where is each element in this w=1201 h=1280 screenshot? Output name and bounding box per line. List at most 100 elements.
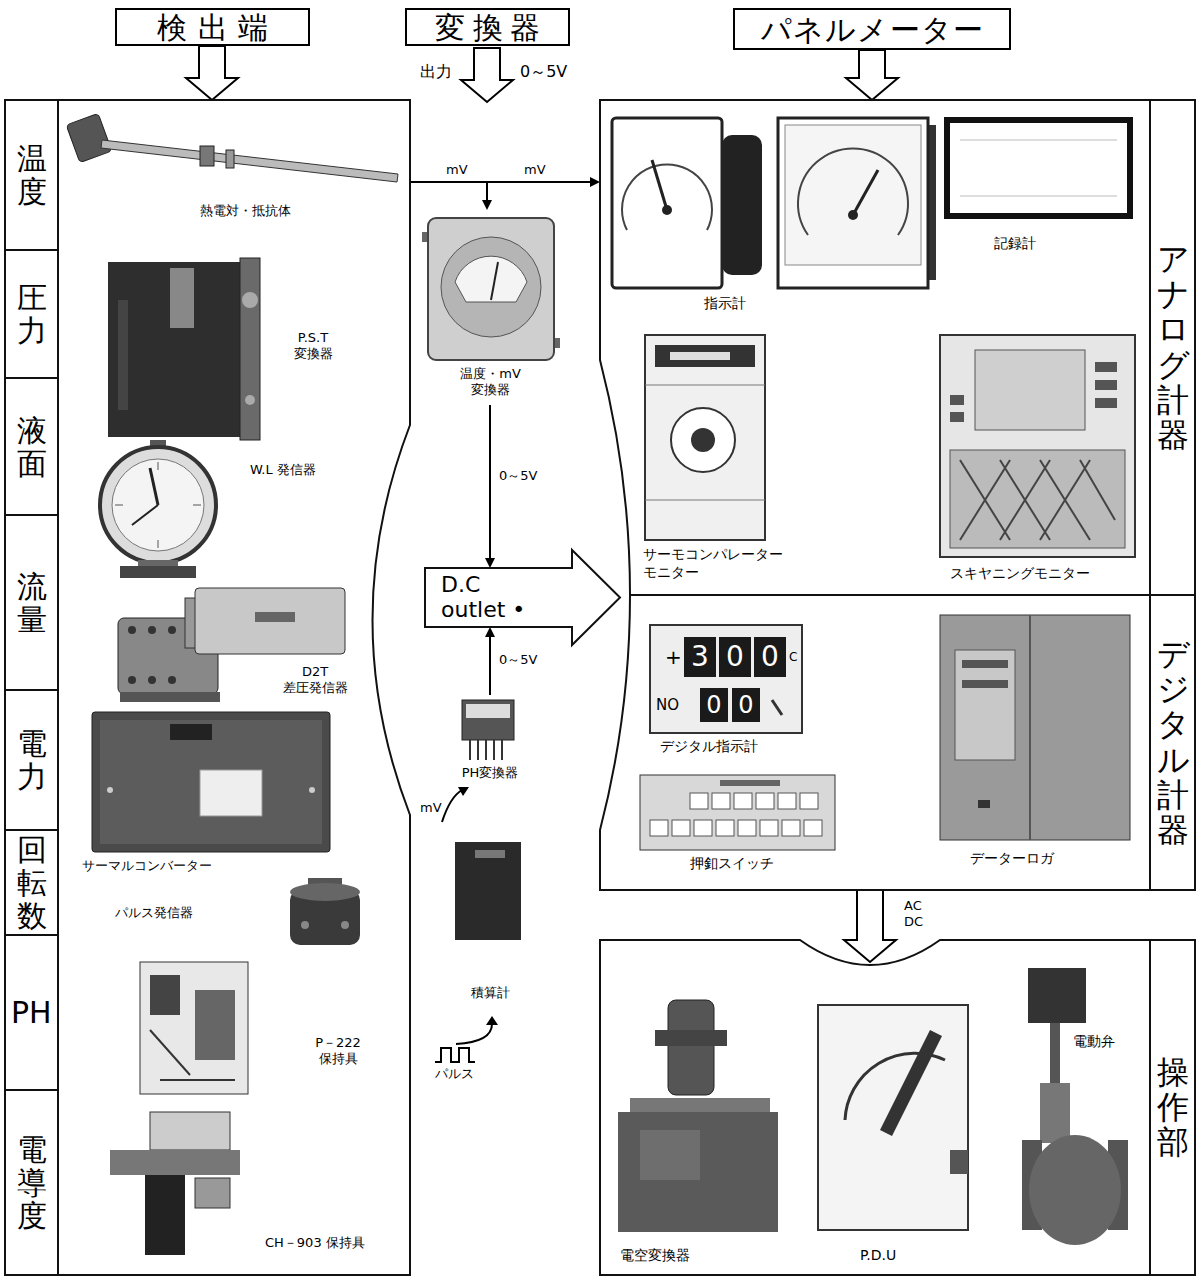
node-text: PH xyxy=(11,994,52,1032)
connector xyxy=(410,182,492,210)
connector-line xyxy=(489,636,491,695)
photo-detail xyxy=(193,505,201,506)
block-arrow xyxy=(846,50,898,100)
device-item: P－222 保持具 xyxy=(130,958,390,1103)
photo-detail xyxy=(466,704,510,718)
photo-detail xyxy=(195,588,345,654)
meter-panel: デジタル計器デジタル指示計押釦スイッチデーターロガ xyxy=(600,595,1195,890)
photo-detail xyxy=(720,780,780,786)
node-text: データーロガ xyxy=(970,850,1054,868)
photo-detail xyxy=(66,113,112,162)
photo-detail xyxy=(200,770,262,816)
photo-detail xyxy=(195,990,235,1060)
device-item: PH変換器 xyxy=(445,695,537,787)
display-digit: 3 xyxy=(684,637,716,677)
node-text: W.L 発信器 xyxy=(250,462,316,478)
photo-detail xyxy=(1028,968,1086,1023)
photo-detail xyxy=(120,566,196,578)
device-item: 熱電対・抵抗体 xyxy=(65,105,405,225)
device-item: サーマルコンバーター xyxy=(75,708,340,878)
photo-detail xyxy=(950,395,964,405)
outline-path xyxy=(600,595,1195,890)
device-item: W.L 発信器 xyxy=(85,440,345,580)
photo-detail xyxy=(618,1112,778,1232)
photo-detail xyxy=(622,164,712,230)
photo-detail xyxy=(101,140,398,182)
photo-detail xyxy=(100,720,322,844)
photo-detail xyxy=(140,962,248,1094)
photo-detail xyxy=(200,146,214,166)
photo-detail xyxy=(112,459,204,551)
converter-header-arrow xyxy=(461,48,513,102)
photo-detail xyxy=(491,262,498,300)
photo-detail xyxy=(226,150,234,168)
edge-label: mV xyxy=(522,162,548,178)
photo-detail xyxy=(798,148,908,235)
photo-detail xyxy=(662,205,672,215)
connector xyxy=(485,405,495,568)
edge-label: 0～5V xyxy=(497,468,539,484)
pst-converter-photo xyxy=(108,258,260,440)
photo-detail xyxy=(778,793,796,809)
photo-detail xyxy=(150,975,180,1015)
indicator-photos xyxy=(612,118,936,288)
pushbutton-photo xyxy=(640,775,835,850)
display-digit: 0 xyxy=(754,637,786,677)
photo-detail xyxy=(640,1130,700,1180)
photo-detail xyxy=(655,1030,727,1046)
photo-detail xyxy=(772,700,782,715)
node-text: P.S.T 変換器 xyxy=(282,330,344,363)
photo-detail xyxy=(975,350,1085,430)
photo-detail xyxy=(1095,398,1117,408)
photo-detail xyxy=(691,428,715,452)
device-item: 記録計 xyxy=(940,110,1140,260)
meter-panel: アナログ計器指示計記録計サーモコンパレーター モニタースキヤニングモニター xyxy=(600,100,1195,595)
node-text: D2T 差圧発信器 xyxy=(276,664,354,697)
photo-detail xyxy=(962,660,1008,668)
p222-holder-photo xyxy=(140,962,248,1094)
photo-detail xyxy=(650,625,802,733)
photo-detail xyxy=(168,626,176,634)
node-text: P－222 保持具 xyxy=(302,1035,374,1068)
photo-detail xyxy=(645,385,765,386)
node-text: 変換器 xyxy=(428,11,548,44)
photo-detail xyxy=(301,921,309,929)
ep-converter-photo xyxy=(618,1000,778,1232)
node-text: PH変換器 xyxy=(445,765,535,781)
photo-detail xyxy=(1029,1135,1121,1245)
dc-outlet-arrow: D.C outlet • xyxy=(425,550,620,645)
header-box: 変換器 xyxy=(405,8,570,46)
photo-detail xyxy=(160,1079,235,1081)
arrow-head xyxy=(482,200,492,210)
photo-detail xyxy=(853,170,878,215)
photo-detail xyxy=(158,540,159,548)
annotation-label: 0～5V xyxy=(520,62,567,82)
device-item: 電動弁 xyxy=(1015,975,1145,1270)
node-text: 熱電対・抵抗体 xyxy=(200,203,291,219)
photo-detail xyxy=(115,505,123,506)
photo-detail xyxy=(785,125,921,265)
photo-detail xyxy=(110,1150,240,1175)
photo-detail xyxy=(442,790,462,822)
photo-detail xyxy=(804,820,822,836)
photo-detail xyxy=(150,1030,190,1075)
photo-detail xyxy=(486,1016,498,1025)
photo-detail xyxy=(754,637,786,677)
photo-detail xyxy=(940,615,1130,840)
connector xyxy=(844,890,896,962)
photo-detail xyxy=(760,820,778,836)
photo-detail xyxy=(240,258,260,440)
photo-detail xyxy=(309,787,315,793)
level-transmitter-photo xyxy=(100,440,216,578)
photo-detail xyxy=(1095,380,1117,390)
photo-detail xyxy=(441,237,541,337)
photo-detail xyxy=(756,793,774,809)
node-text: デジタル指示計 xyxy=(660,738,758,756)
photo-detail xyxy=(652,160,667,210)
node-text: 電動弁 xyxy=(1073,1033,1115,1051)
photo-detail xyxy=(242,292,258,308)
photo-detail xyxy=(782,820,800,836)
header-box: 検出端 xyxy=(115,8,310,46)
node-text: 操作部 xyxy=(1157,1055,1189,1161)
